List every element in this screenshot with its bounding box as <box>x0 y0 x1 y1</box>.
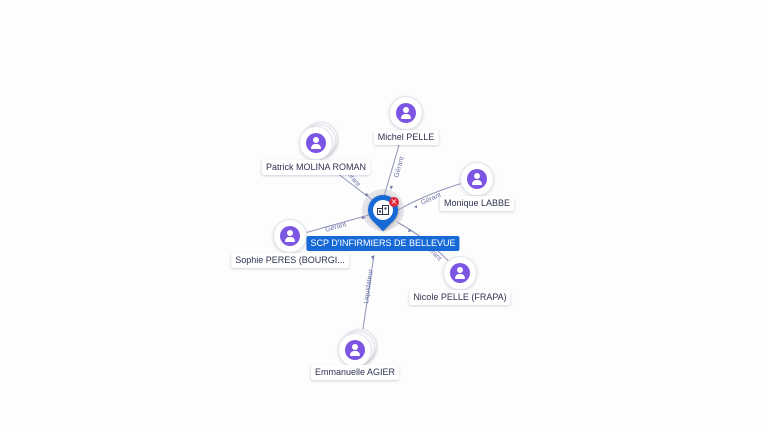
person-icon <box>280 226 300 246</box>
person-icon <box>345 340 365 360</box>
avatar[interactable] <box>338 333 372 367</box>
person-label[interactable]: Michel PELLE <box>373 130 439 145</box>
avatar[interactable] <box>273 219 307 253</box>
person-label[interactable]: Sophie PERES (BOURGI... <box>231 253 349 268</box>
person-icon <box>306 133 326 153</box>
building-icon <box>377 205 389 215</box>
arrow-emmanuelle <box>371 256 374 260</box>
avatar[interactable] <box>443 256 477 290</box>
edge-label-emmanuelle: Liquidateur <box>363 268 375 304</box>
person-icon <box>467 169 487 189</box>
edge-emmanuelle <box>360 254 375 343</box>
person-icon <box>396 103 416 123</box>
person-label[interactable]: Monique LABBE <box>439 196 515 211</box>
arrow-patrick <box>365 193 369 196</box>
avatar[interactable] <box>389 96 423 130</box>
person-label[interactable]: Nicole PELLE (FRAPA) <box>409 290 511 305</box>
arrow-michel <box>390 186 393 190</box>
person-icon <box>450 263 470 283</box>
company-label[interactable]: SCP D'INFIRMIERS DE BELLEVUE <box>306 236 460 251</box>
close-icon[interactable]: × <box>389 197 399 207</box>
edge-label-sophie: Gérant <box>325 221 348 234</box>
arrow-sophie <box>362 216 366 219</box>
arrow-monique <box>414 205 417 208</box>
avatar[interactable] <box>460 162 494 196</box>
person-label[interactable]: Patrick MOLINA ROMAN <box>261 160 371 175</box>
arrow-nicole <box>408 229 412 232</box>
avatar[interactable] <box>299 126 333 160</box>
person-label[interactable]: Emmanuelle AGIER <box>310 365 400 380</box>
